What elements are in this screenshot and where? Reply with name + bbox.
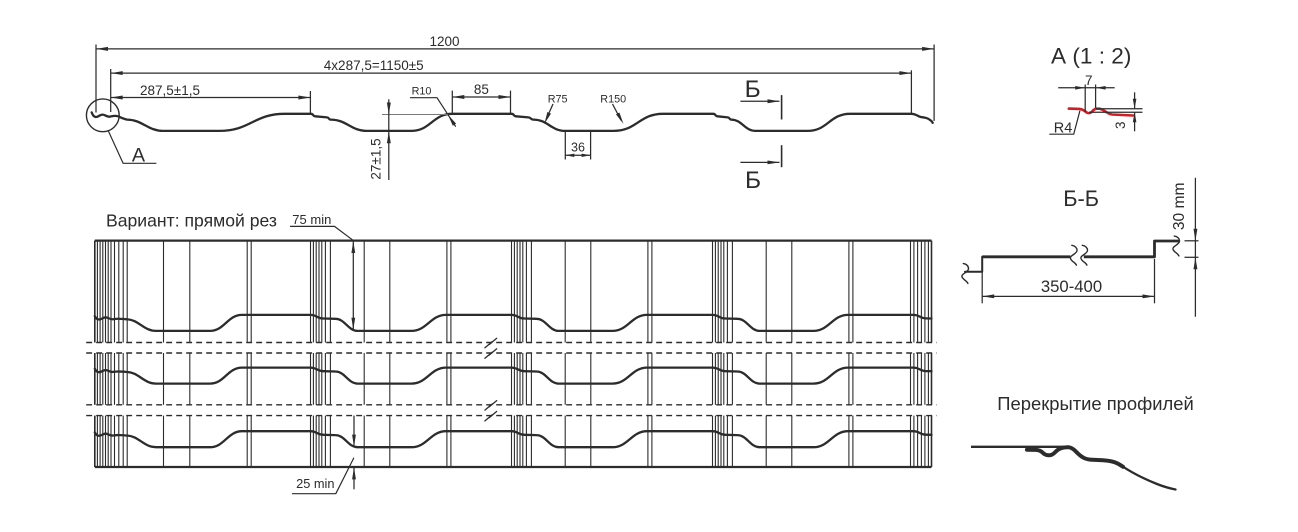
svg-text:Вариант: прямой рез: Вариант: прямой рез — [106, 210, 277, 230]
svg-text:350-400: 350-400 — [1041, 277, 1102, 296]
svg-text:27±1,5: 27±1,5 — [369, 138, 384, 179]
svg-text:85: 85 — [474, 82, 489, 97]
svg-text:R4: R4 — [1054, 121, 1073, 137]
svg-text:Перекрытие профилей: Перекрытие профилей — [997, 393, 1193, 414]
svg-text:287,5±1,5: 287,5±1,5 — [140, 83, 200, 98]
svg-text:R10: R10 — [412, 86, 432, 98]
svg-text:А (1 : 2): А (1 : 2) — [1051, 44, 1131, 69]
svg-text:30 mm: 30 mm — [1171, 182, 1188, 230]
svg-text:R75: R75 — [548, 93, 568, 105]
svg-text:1200: 1200 — [429, 34, 459, 49]
svg-text:7: 7 — [1085, 73, 1093, 88]
svg-text:Б: Б — [745, 167, 761, 194]
svg-text:75 min: 75 min — [292, 212, 331, 227]
svg-text:4x287,5=1150±5: 4x287,5=1150±5 — [324, 58, 424, 73]
svg-text:А: А — [132, 145, 146, 167]
svg-text:Б: Б — [745, 76, 761, 103]
svg-text:36: 36 — [571, 141, 585, 155]
svg-text:3: 3 — [1113, 121, 1128, 129]
svg-text:R150: R150 — [600, 93, 626, 105]
svg-text:Б-Б: Б-Б — [1063, 186, 1099, 211]
svg-text:25 min: 25 min — [296, 476, 334, 491]
